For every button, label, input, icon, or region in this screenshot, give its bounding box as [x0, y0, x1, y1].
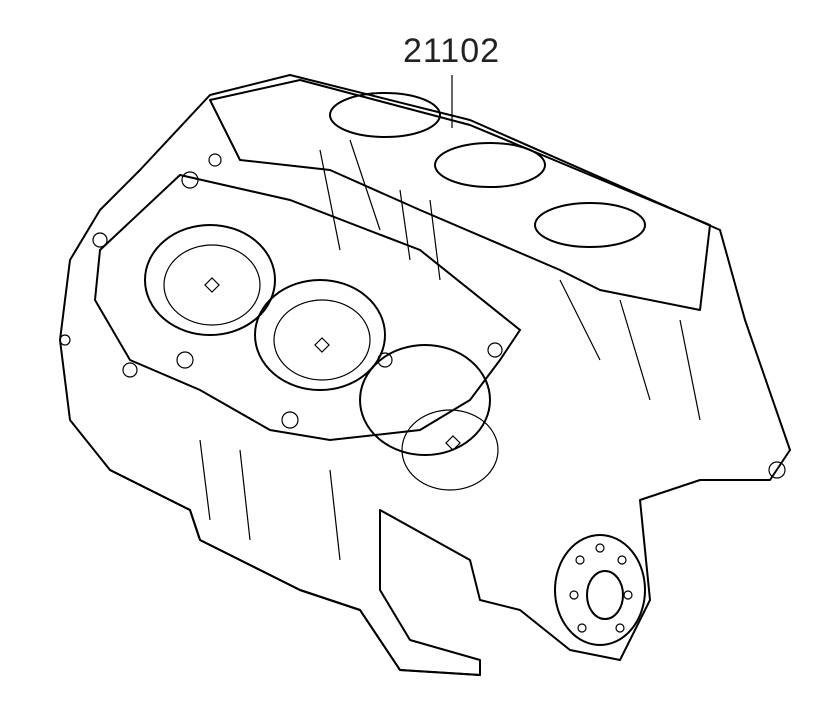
front-bore-2 [254, 279, 386, 391]
block-ribs [199, 139, 701, 561]
gasket-holes [59, 153, 786, 479]
piston-mark-2 [314, 337, 330, 353]
part-number-label: 21102 [403, 32, 501, 70]
piston-mark-1 [204, 277, 220, 293]
piston-1 [163, 244, 261, 326]
piston-mark-3 [445, 435, 461, 451]
rear-bore-2 [434, 142, 546, 188]
front-bore-3 [359, 344, 491, 456]
oil-pan-rail [109, 469, 481, 676]
rear-deck [209, 79, 711, 311]
crankshaft-flange [554, 534, 646, 646]
rear-bore-1 [329, 92, 441, 138]
rear-bore-3 [534, 202, 646, 248]
piston-2 [273, 299, 371, 381]
front-head-gasket [93, 173, 522, 442]
front-bore-1 [144, 224, 276, 336]
piston-3 [401, 409, 499, 491]
